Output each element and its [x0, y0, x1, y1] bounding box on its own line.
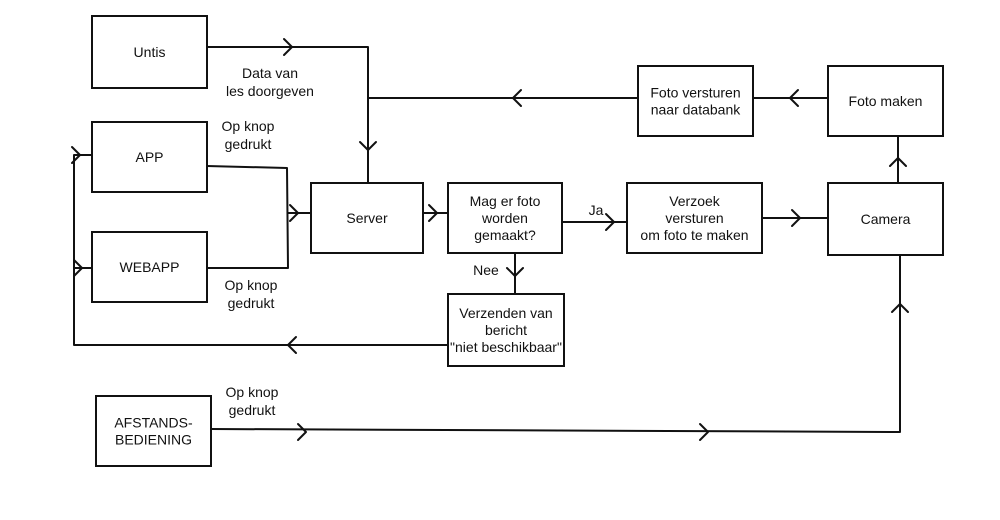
node-label: om foto te maken	[640, 227, 748, 243]
edge-label-app-knop: Op knop	[222, 118, 275, 134]
connector-line	[73, 154, 449, 346]
connector-line	[206, 165, 289, 269]
node-untis: Untis	[91, 15, 208, 89]
arrow-right-icon	[283, 38, 293, 56]
node-label: gemaakt?	[474, 227, 536, 243]
arrow-right-icon	[289, 204, 299, 222]
arrow-right-icon	[73, 259, 83, 277]
edge-label-afstand-knop: gedrukt	[229, 402, 276, 418]
node-app: APP	[91, 121, 208, 193]
node-label: versturen	[665, 210, 723, 226]
edge-label-untis-data: les doorgeven	[226, 83, 314, 99]
arrow-up-icon	[889, 157, 907, 167]
arrow-right-icon	[297, 423, 307, 441]
node-webapp: WEBAPP	[91, 231, 208, 303]
edge-label-app-knop: gedrukt	[225, 136, 272, 152]
node-label: "niet beschikbaar"	[450, 339, 562, 355]
node-label: Server	[346, 210, 388, 226]
node-label: Untis	[134, 44, 166, 60]
arrow-left-icon	[287, 336, 297, 354]
node-label: Mag er foto	[470, 193, 541, 209]
node-label: WEBAPP	[120, 259, 180, 275]
arrow-left-icon	[789, 89, 799, 107]
node-foto-maken: Foto maken	[827, 65, 944, 137]
arrow-right-icon	[428, 204, 438, 222]
edge-label-ja: Ja	[589, 202, 604, 218]
node-label: Verzoek	[669, 193, 721, 209]
node-server: Server	[310, 182, 424, 254]
arrow-right-icon	[605, 213, 615, 231]
connector-lines	[71, 38, 909, 441]
edge-label-untis-data: Data van	[242, 65, 298, 81]
node-afstandsbediening: AFSTANDS-BEDIENING	[95, 395, 212, 467]
edge-labels: Data van les doorgeven Op knop gedrukt Op kn…	[222, 65, 604, 418]
arrow-up-icon	[891, 303, 909, 313]
edge-label-nee: Nee	[473, 262, 499, 278]
node-label: AFSTANDS-	[114, 415, 193, 431]
edge-label-webapp-knop: gedrukt	[228, 295, 275, 311]
connector-line	[210, 254, 901, 433]
edge-label-afstand-knop: Op knop	[226, 384, 279, 400]
arrow-down-icon	[359, 141, 377, 151]
arrow-right-icon	[71, 146, 81, 164]
arrow-right-icon	[699, 423, 709, 441]
connector-line	[206, 46, 369, 184]
node-camera: Camera	[827, 182, 944, 256]
node-label: Foto maken	[849, 93, 923, 109]
node-label: bericht	[485, 322, 527, 338]
node-label: APP	[135, 149, 163, 165]
node-label: Camera	[861, 211, 911, 227]
node-label: Verzenden van	[459, 305, 552, 321]
arrow-down-icon	[506, 267, 524, 277]
arrow-right-icon	[791, 209, 801, 227]
node-label: BEDIENING	[115, 432, 192, 448]
arrow-left-icon	[512, 89, 522, 107]
node-label: Foto versturen	[650, 85, 740, 101]
node-label: naar databank	[651, 102, 742, 118]
node-label: worden	[481, 210, 528, 226]
edge-label-webapp-knop: Op knop	[225, 277, 278, 293]
